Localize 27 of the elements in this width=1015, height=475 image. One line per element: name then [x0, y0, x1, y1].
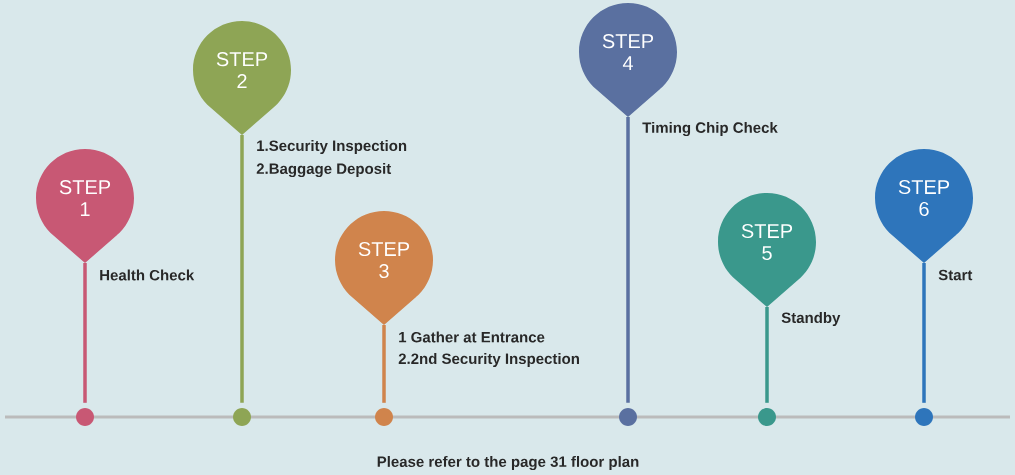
step-description: Timing Chip Check: [642, 122, 778, 137]
step-pin: STEP 2: [193, 21, 291, 135]
stem-line: [765, 307, 769, 403]
stem-line: [626, 117, 630, 403]
timeline-dot: [76, 408, 94, 426]
step-pin: STEP 4: [579, 3, 677, 117]
step-description: 1 Gather at Entrance: [399, 331, 545, 343]
timeline-dot: [375, 408, 393, 426]
step-pin: STEP 3: [335, 211, 433, 325]
stem-line: [922, 263, 926, 403]
step-description: Standby: [781, 312, 841, 326]
timeline-dot: [233, 408, 251, 426]
caption: Please refer to the page 31 floor plan: [377, 456, 639, 471]
step-description: Start: [938, 269, 973, 281]
step-pin: STEP 5: [718, 193, 816, 307]
step-pin: STEP 1: [36, 149, 134, 263]
stem-line: [240, 135, 244, 403]
step-pin: STEP 6: [875, 149, 973, 263]
timeline-dot: [619, 408, 637, 426]
step-description: Health Check: [100, 269, 195, 281]
stem-line: [83, 263, 87, 403]
stem-line: [382, 325, 386, 403]
step-description: 2.2nd Security Inspection: [398, 353, 579, 367]
timeline-dot: [758, 408, 776, 426]
step-description: 1.Security Inspection: [257, 140, 407, 154]
timeline-dot: [915, 408, 933, 426]
step-description: 2.Baggage Deposit: [256, 163, 392, 178]
